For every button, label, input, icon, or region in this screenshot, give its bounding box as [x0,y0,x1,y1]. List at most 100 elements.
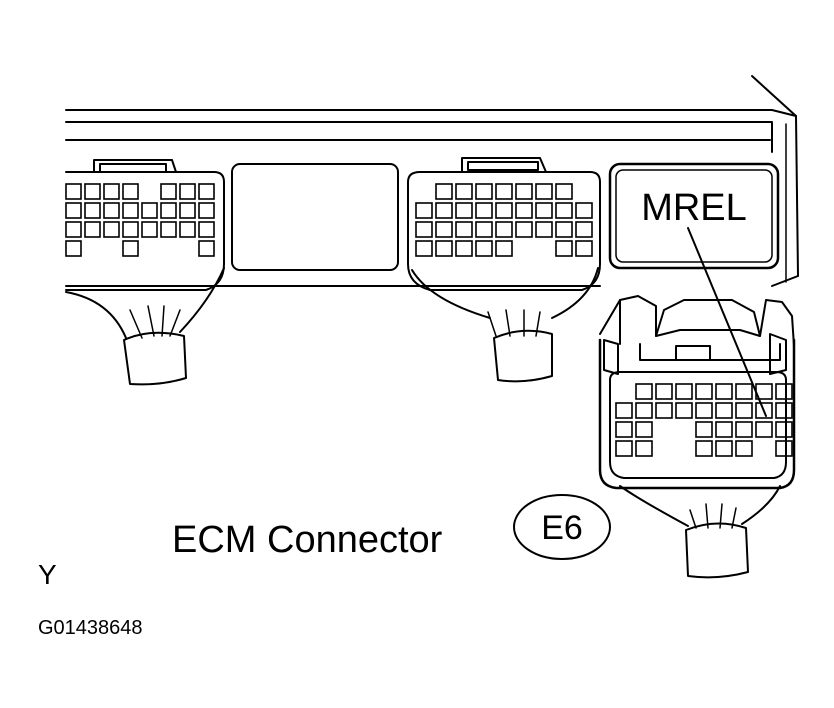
terminal-cavity [655,383,673,400]
terminal-cavity [475,183,493,200]
terminal-cavity [695,440,713,457]
connector-middle [407,157,601,291]
terminal-cavity [435,183,453,200]
terminal-cavity [65,202,82,219]
terminal-cavity [84,202,101,219]
terminal-cavity [495,221,513,238]
terminal-cavity [475,202,493,219]
terminal-cavity [715,421,733,438]
terminal-grid-left [65,183,215,257]
terminal-cavity [198,202,215,219]
terminal-cavity [198,240,215,257]
terminal-cavity [122,240,139,257]
terminal-cavity [775,383,793,400]
center-window [231,163,399,271]
ecm-housing [65,75,799,287]
terminal-cavity [635,383,653,400]
connector-left [65,159,225,291]
terminal-cavity [755,402,773,419]
terminal-cavity [415,240,433,257]
terminal-cavity [535,183,553,200]
terminal-cavity [495,240,513,257]
orientation-mark: Y [38,559,57,590]
terminal-cavity [615,440,633,457]
terminal-cavity [635,421,653,438]
terminal-cavity [84,221,101,238]
terminal-cavity [515,202,533,219]
terminal-cavity [122,221,139,238]
terminal-cavity [635,440,653,457]
terminal-cavity [535,202,553,219]
terminal-cavity [615,421,633,438]
terminal-cavity [775,440,793,457]
terminal-cavity [198,221,215,238]
terminal-cavity [160,202,177,219]
terminal-cavity [435,221,453,238]
terminal-cavity [141,221,158,238]
terminal-cavity [415,202,433,219]
terminal-cavity [515,221,533,238]
terminal-cavity [122,202,139,219]
connector-e6 [598,295,796,579]
terminal-cavity [735,383,753,400]
connector-code-badge: E6 [513,494,611,560]
terminal-cavity [435,202,453,219]
terminal-cavity [435,240,453,257]
mrel-label-box: MREL [608,162,780,270]
terminal-cavity [555,202,573,219]
terminal-cavity [575,202,593,219]
terminal-cavity [755,421,773,438]
terminal-cavity [65,221,82,238]
terminal-cavity [103,183,120,200]
terminal-cavity [735,440,753,457]
terminal-cavity [160,183,177,200]
terminal-cavity [415,221,433,238]
terminal-cavity [84,183,101,200]
terminal-cavity [615,402,633,419]
terminal-cavity [65,183,82,200]
terminal-cavity [495,183,513,200]
terminal-cavity [555,221,573,238]
harness-middle [411,267,599,383]
terminal-grid-middle [415,183,593,257]
terminal-cavity [198,183,215,200]
terminal-cavity [775,402,793,419]
terminal-cavity [455,221,473,238]
mrel-leader-line [687,227,767,417]
terminal-cavity [715,402,733,419]
terminal-cavity [515,183,533,200]
terminal-cavity [122,183,139,200]
terminal-label: MREL [641,187,747,229]
terminal-cavity [635,402,653,419]
terminal-cavity [495,202,513,219]
terminal-cavity [735,421,753,438]
terminal-cavity [455,202,473,219]
terminal-cavity [103,202,120,219]
terminal-cavity [555,183,573,200]
terminal-cavity [179,183,196,200]
terminal-cavity [179,202,196,219]
terminal-cavity [575,221,593,238]
terminal-cavity [535,221,553,238]
terminal-cavity [675,383,693,400]
terminal-cavity [735,402,753,419]
connector-code: E6 [541,509,583,547]
terminal-cavity [715,440,733,457]
terminal-cavity [695,421,713,438]
terminal-cavity [475,240,493,257]
figure-id: G01438648 [38,617,143,639]
terminal-cavity [65,240,82,257]
terminal-cavity [695,402,713,419]
terminal-cavity [675,402,693,419]
terminal-cavity [455,183,473,200]
terminal-cavity [103,221,120,238]
terminal-cavity [455,240,473,257]
terminal-cavity [575,240,593,257]
harness-left [65,267,225,386]
terminal-cavity [715,383,733,400]
terminal-cavity [555,240,573,257]
terminal-cavity [775,421,793,438]
connector-title: ECM Connector [172,519,443,561]
terminal-cavity [179,221,196,238]
